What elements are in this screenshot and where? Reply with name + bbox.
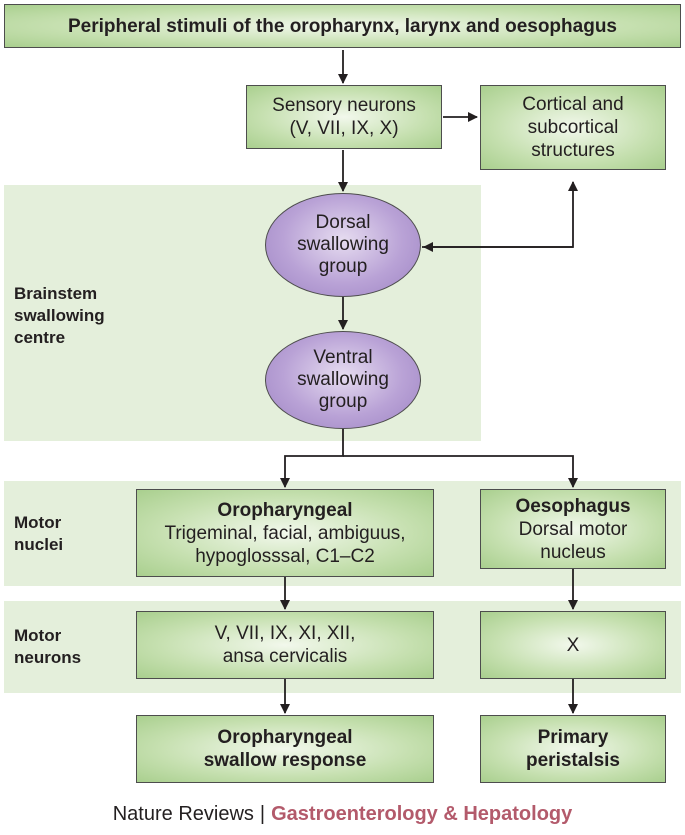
oropharyngeal-neurons-box: V, VII, IX, XI, XII, ansa cervicalis bbox=[136, 611, 434, 679]
arrow-dorsal-to-cortical bbox=[422, 181, 578, 248]
arrow-ventral-split bbox=[280, 429, 344, 488]
dorsal-swallowing-group: Dorsal swallowing group bbox=[265, 193, 421, 297]
journal-specialty: Gastroenterology & Hepatology bbox=[271, 803, 573, 825]
oesophagus-neurons-box: X bbox=[480, 611, 666, 679]
motor-neurons-label: Motor neurons bbox=[14, 626, 82, 667]
oropharyngeal-response-box: Oropharyngeal swallow response bbox=[136, 715, 434, 783]
journal-name: Nature Reviews bbox=[112, 803, 254, 825]
brainstem-label: Brainstem swallowing centre bbox=[14, 284, 105, 347]
journal-footer: Nature Reviews|Gastroenterology & Hepato… bbox=[0, 803, 685, 826]
primary-peristalsis-box: Primary peristalsis bbox=[480, 715, 666, 783]
sensory-neurons-box: Sensory neurons (V, VII, IX, X) bbox=[246, 85, 442, 149]
oropharyngeal-nuclei-box: Oropharyngeal Trigeminal, facial, ambigu… bbox=[136, 489, 434, 577]
cortical-box: Cortical and subcortical structures bbox=[480, 85, 666, 170]
footer-separator: | bbox=[259, 803, 266, 825]
stimuli-box: Peripheral stimuli of the oropharynx, la… bbox=[4, 4, 681, 48]
ventral-swallowing-group: Ventral swallowing group bbox=[265, 331, 421, 429]
motor-nuclei-label: Motor nuclei bbox=[14, 513, 64, 554]
arrow-ventral-to-oesophagus bbox=[343, 455, 578, 488]
oesophagus-nuclei-box: Oesophagus Dorsal motor nucleus bbox=[480, 489, 666, 569]
